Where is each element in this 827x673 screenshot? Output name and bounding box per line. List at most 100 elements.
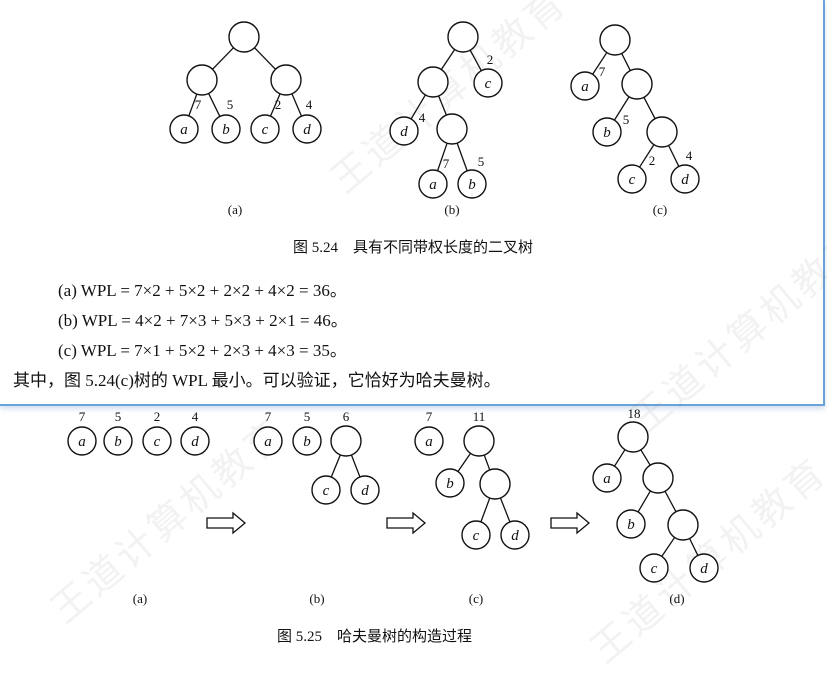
tree-node [646, 116, 678, 148]
tree-edge [664, 490, 677, 513]
leaf-label: b [468, 177, 476, 193]
weight-label: 2 [487, 52, 494, 67]
tree-node [457, 169, 487, 199]
tree-edge [613, 449, 626, 467]
tree-node [253, 426, 283, 456]
tree-node [389, 116, 419, 146]
tree-node [270, 64, 302, 96]
weight-label: 7 [599, 64, 606, 79]
tree-edge [291, 93, 303, 117]
weight-label: 2 [649, 153, 656, 168]
tree-edge [410, 94, 426, 120]
tree-edge [269, 93, 281, 117]
tree-node [617, 421, 649, 453]
leaf-label: b [114, 434, 122, 450]
tree-node [350, 475, 380, 505]
tree-edge [480, 497, 491, 523]
tree-edge [456, 142, 468, 172]
weight-label: 5 [478, 154, 485, 169]
tree-edge [483, 454, 491, 471]
wpl-line-b: (b) WPL = 4×2 + 7×3 + 5×3 + 2×1 = 46。 [58, 311, 348, 330]
tree-node [447, 21, 479, 53]
weight-label: 7 [79, 409, 86, 424]
leaf-label: c [262, 122, 269, 138]
tree-edge [638, 144, 655, 168]
tree-node [689, 553, 719, 583]
leaf-label: b [603, 125, 611, 141]
leaf-label: b [627, 517, 635, 533]
leaf-label: c [629, 172, 636, 188]
tree-edge [440, 49, 456, 70]
tree-node [435, 468, 465, 498]
weight-label: 2 [275, 97, 282, 112]
arrow-icon [550, 511, 591, 535]
subfigure-label: (b) [444, 202, 459, 217]
weight-label: 7 [195, 97, 202, 112]
leaf-label: d [303, 122, 311, 138]
leaf-label: d [700, 561, 708, 577]
weight-label: 5 [623, 112, 630, 127]
tree-node [479, 468, 511, 500]
tree-edge [688, 538, 699, 556]
tree-node [250, 114, 280, 144]
tree-edge [436, 142, 448, 171]
tree-edge [643, 97, 656, 119]
tree-edge [457, 452, 472, 472]
tree-node [621, 68, 653, 100]
figure-5-25-caption: 图 5.25 哈夫曼树的构造过程 [277, 629, 473, 645]
tree-node [670, 164, 700, 194]
tree-node [142, 426, 172, 456]
tree-node [592, 463, 622, 493]
leaf-label: c [485, 76, 492, 92]
tree-edge [254, 47, 276, 70]
subfigure-label: (a) [133, 591, 147, 606]
tree-edge [661, 537, 676, 557]
weight-label: 7 [426, 409, 433, 424]
tree-node [211, 114, 241, 144]
tree-node [570, 71, 600, 101]
leaf-label: a [603, 471, 611, 487]
arrow-icon [206, 511, 247, 535]
leaf-label: b [222, 122, 230, 138]
leaf-label: a [425, 434, 433, 450]
tree-node [461, 520, 491, 550]
tree-node [436, 113, 468, 145]
tree-edge [188, 93, 198, 117]
leaf-label: b [303, 434, 311, 450]
tree-edge [469, 49, 482, 72]
tree-edge [208, 93, 221, 117]
tree-node [330, 425, 362, 457]
wpl-line-a: (a) WPL = 7×2 + 5×2 + 2×2 + 4×2 = 36。 [58, 281, 347, 300]
weight-label: 4 [419, 110, 426, 125]
leaf-label: c [323, 483, 330, 499]
top-panel [0, 0, 825, 406]
leaf-label: d [361, 483, 369, 499]
weight-label: 4 [306, 97, 313, 112]
subfigure-label: (c) [653, 202, 667, 217]
weight-label: 18 [628, 406, 641, 421]
subfigure-label: (c) [469, 591, 483, 606]
tree-edge [330, 454, 341, 478]
tree-node [642, 462, 674, 494]
tree-edge [621, 53, 631, 71]
leaf-label: b [446, 476, 454, 492]
tree-node [463, 425, 495, 457]
leaf-label: d [400, 124, 408, 140]
tree-edge [592, 52, 608, 75]
weight-label: 2 [154, 409, 161, 424]
weight-label: 5 [227, 97, 234, 112]
weight-label: 5 [304, 409, 311, 424]
weight-label: 4 [686, 148, 693, 163]
tree-node [103, 426, 133, 456]
tree-edge [668, 145, 680, 167]
leaf-label: c [651, 561, 658, 577]
tree-node [418, 169, 448, 199]
tree-node [599, 24, 631, 56]
tree-node [292, 426, 322, 456]
tree-node [592, 117, 622, 147]
weight-label: 7 [443, 156, 450, 171]
tree-node [292, 114, 322, 144]
leaf-label: c [473, 528, 480, 544]
tree-node [180, 426, 210, 456]
